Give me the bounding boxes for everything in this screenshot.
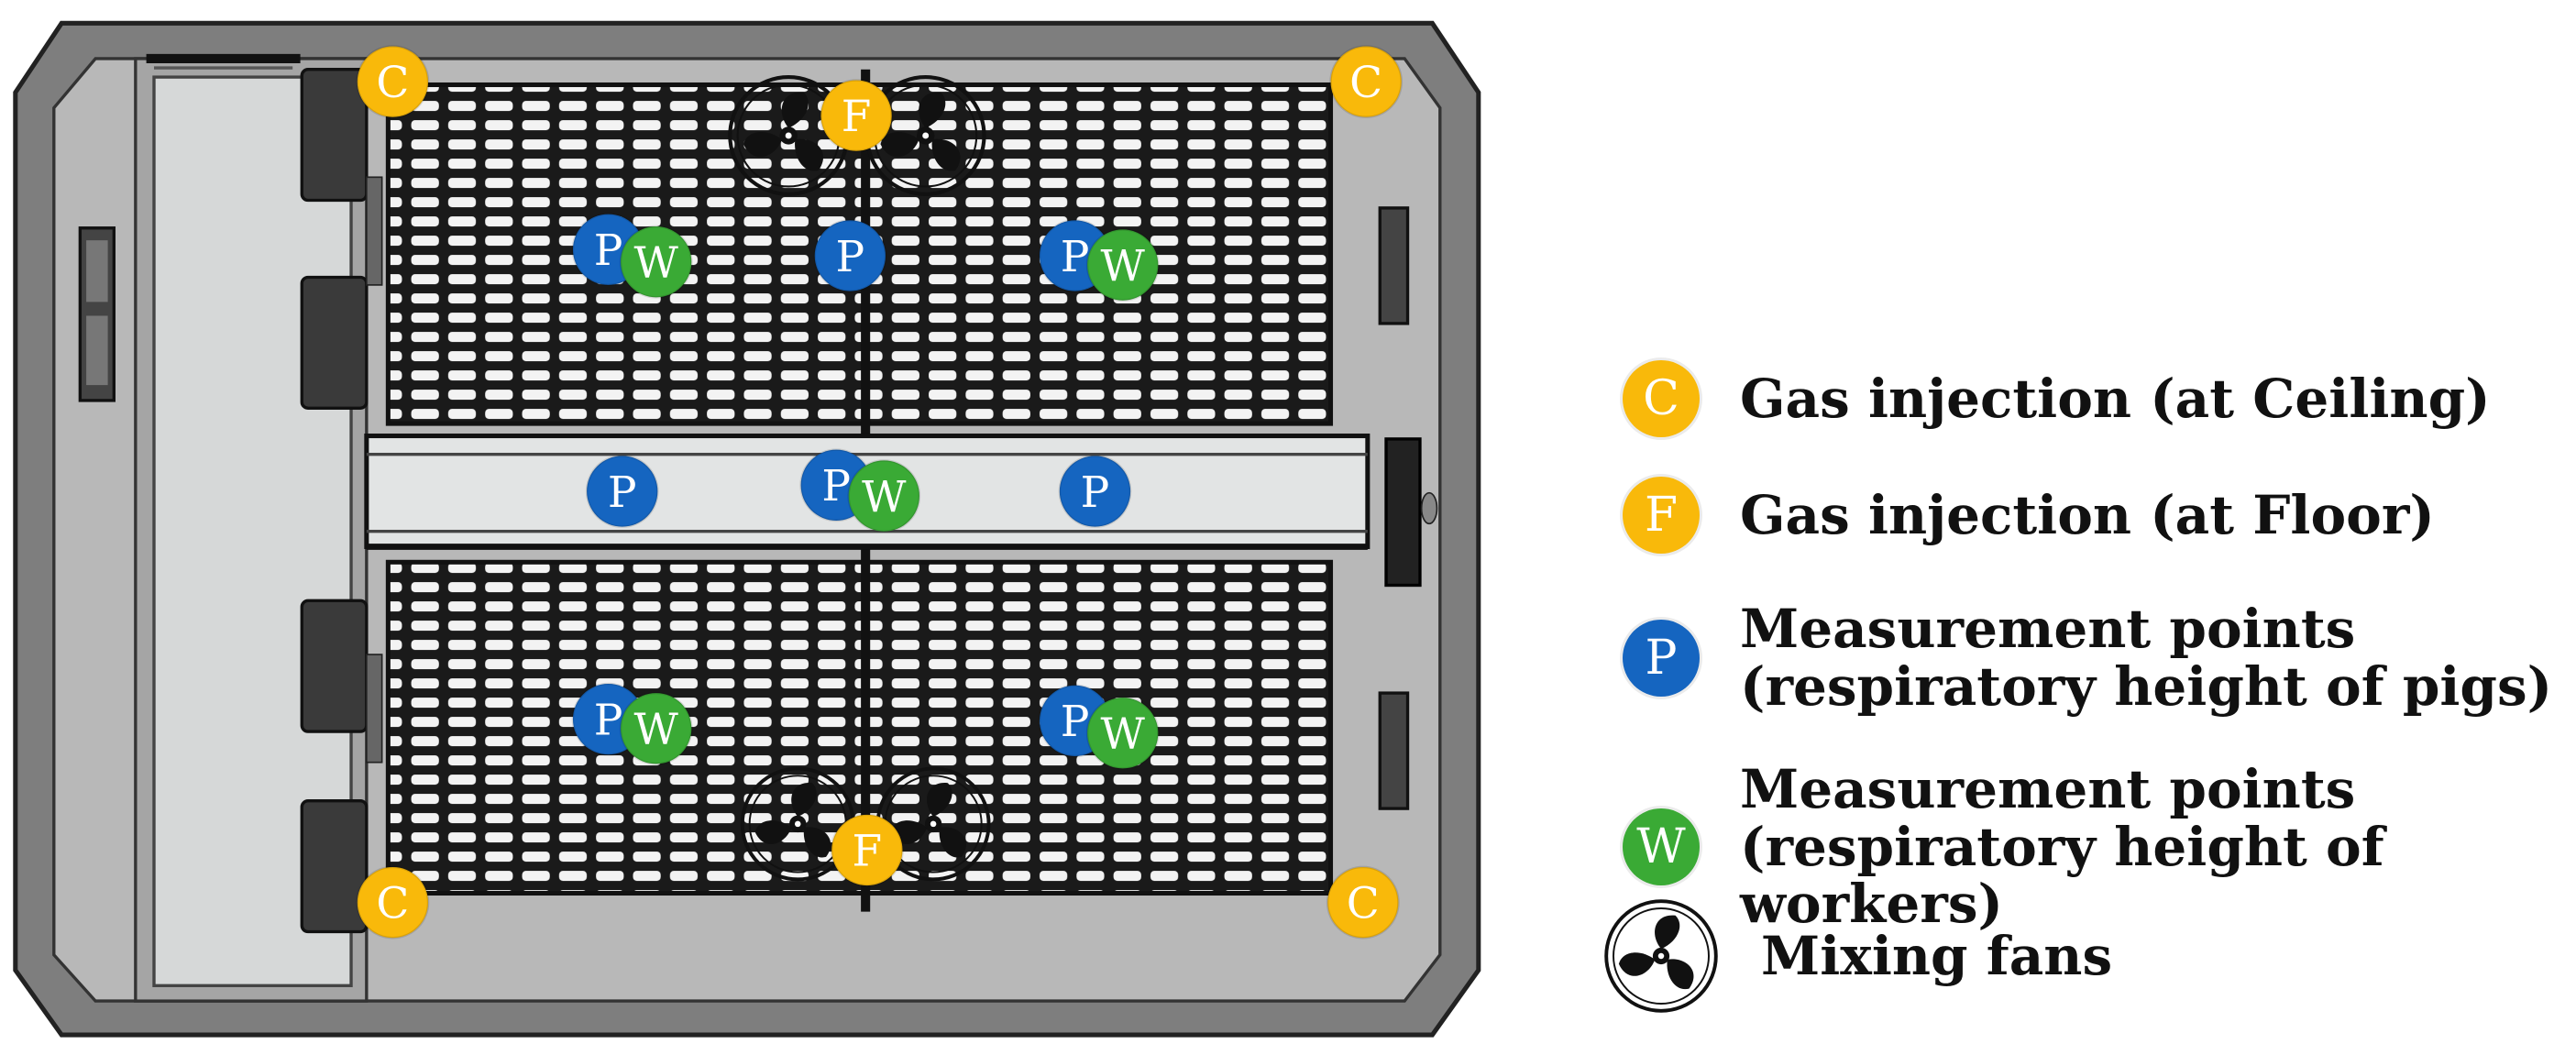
mixing-fan-icon [1604,899,1718,1013]
ceiling-injection-marker: C [356,865,430,940]
legend-label-fan: Mixing fans [1761,924,2113,987]
feeders [300,68,383,934]
svg-text:P: P [836,232,865,282]
ceiling-injection-marker: C [1623,360,1700,437]
svg-text:C: C [1349,58,1382,108]
legend-item-pigs: P Measurement points (respiratory height… [1623,600,2552,715]
mixing-fan-icon [864,75,986,196]
ceiling-injection-marker: C [1326,865,1400,940]
svg-text:P: P [1081,467,1110,518]
worker-measurement-marker: W [1623,808,1700,885]
legend-item-floor: F Gas injection (at Floor) [1623,477,2435,554]
svg-text:W: W [634,238,679,289]
svg-text:C: C [376,58,409,108]
mixing-fan-icon [740,766,855,882]
legend-label-workers-line1: Measurement points [1740,758,2356,820]
svg-text:F: F [842,92,872,142]
worker-measurement-marker: W [619,225,693,299]
floor-injection-marker: F [1623,477,1700,554]
worker-measurement-marker: W [619,691,693,765]
svg-text:W: W [862,472,907,522]
pig-measurement-marker: P [813,219,887,292]
svg-text:P: P [594,225,623,276]
svg-text:P: P [1061,232,1090,282]
legend-label-workers-line2: (respiratory height of workers) [1740,815,2384,936]
svg-text:P: P [1061,697,1090,747]
svg-text:W: W [1101,709,1146,760]
legend-label-pigs-line2: (respiratory height of pigs) [1740,654,2553,718]
legend-label-ceiling: Gas injection (at Ceiling) [1740,367,2491,430]
pig-measurement-marker: P [1058,455,1132,528]
svg-text:P: P [594,695,623,745]
svg-text:F: F [853,826,883,876]
svg-text:W: W [634,705,679,755]
worker-measurement-marker: W [1085,228,1160,302]
ceiling-injection-marker: C [1329,45,1404,119]
legend-label-floor: Gas injection (at Floor) [1740,483,2435,546]
floor-injection-marker: F [830,813,904,887]
pig-measurement-marker: P [1623,619,1700,697]
side-equipment [78,206,1438,810]
door [146,53,301,70]
legend-item-ceiling: C Gas injection (at Ceiling) [1623,360,2491,437]
floor-injection-marker: F [820,79,893,152]
legend-label-pigs-line1: Measurement points [1740,598,2356,660]
worker-measurement-marker: W [1085,696,1160,770]
svg-text:W: W [1101,241,1146,291]
legend-item-fan: Mixing fans [1604,896,2113,1016]
svg-text:P: P [608,467,637,518]
mixing-fans [728,75,991,882]
worker-measurement-marker: W [847,459,921,533]
mixing-fan-icon [728,75,850,196]
legend-item-workers: W Measurement points (respiratory height… [1623,761,2576,933]
ceiling-injection-marker: C [356,45,430,119]
pig-measurement-marker: P [585,455,659,528]
svg-text:C: C [376,878,409,929]
svg-text:P: P [821,461,851,511]
svg-text:C: C [1347,878,1380,929]
